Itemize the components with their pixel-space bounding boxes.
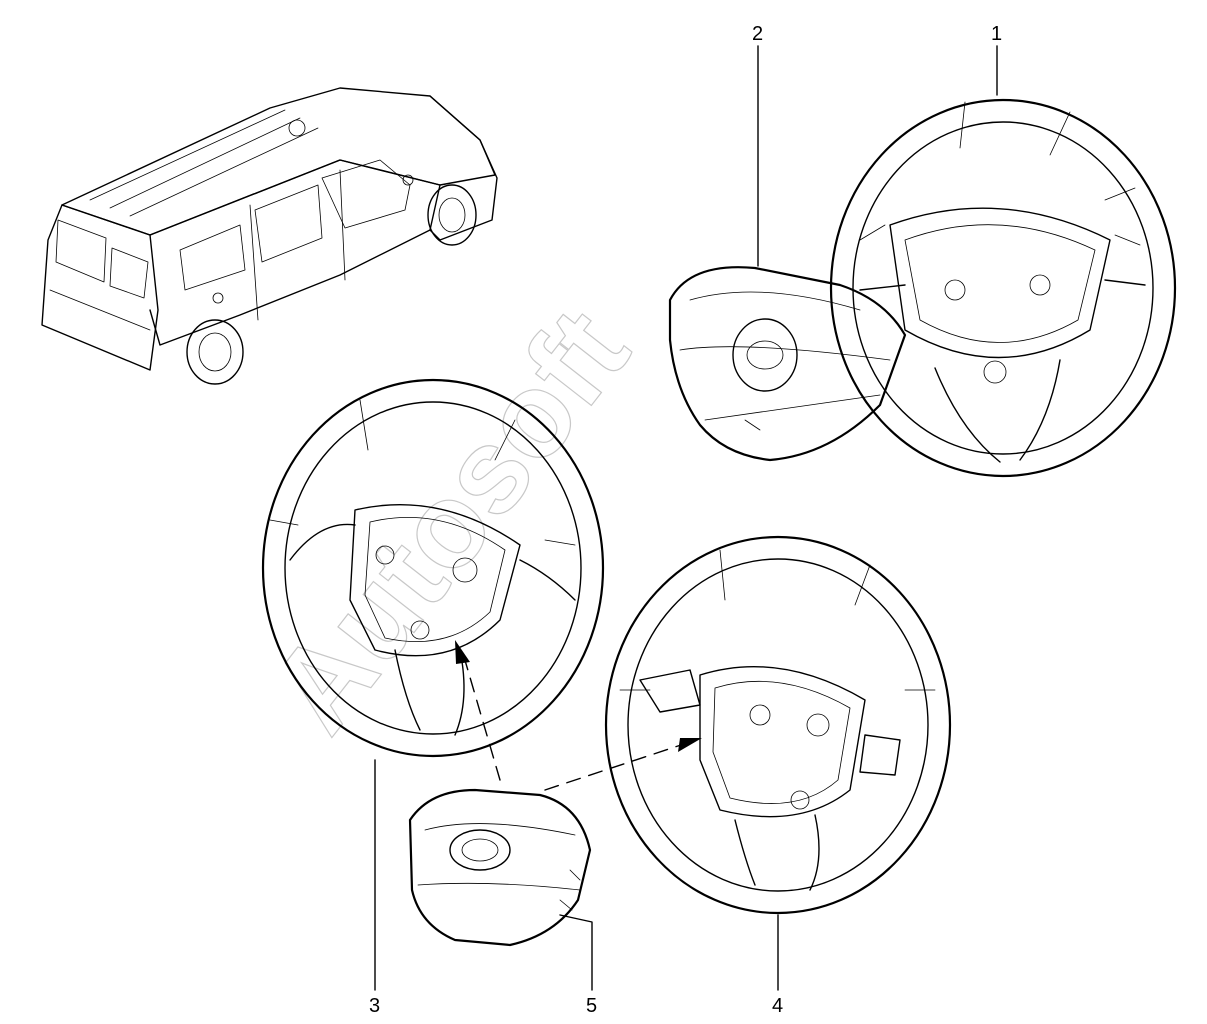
van-icon: [41, 87, 498, 385]
leader-lines: [374, 45, 998, 991]
airbag-cover-5: [408, 788, 592, 947]
callout-4: 4: [772, 995, 783, 1017]
callout-1: 1: [991, 23, 1002, 45]
callout-2: 2: [752, 23, 763, 45]
steering-wheel-1: [829, 98, 1177, 478]
watermark: Autosoft: [245, 285, 654, 756]
fitting-arrows: [455, 640, 702, 791]
steering-wheel-3: [261, 378, 605, 758]
callout-5: 5: [586, 995, 597, 1017]
airbag-cover-2: [668, 266, 907, 462]
callout-3: 3: [369, 995, 380, 1017]
steering-wheel-4: [604, 535, 952, 915]
